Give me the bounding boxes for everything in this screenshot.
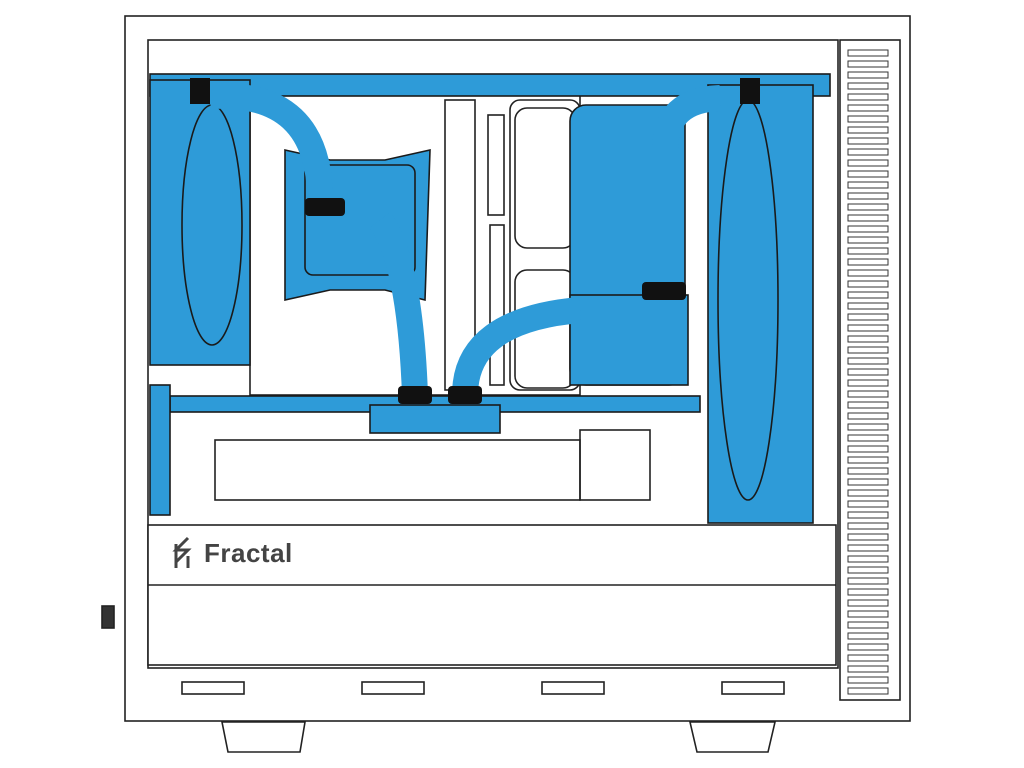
vent-slat [847,203,889,211]
vent-slat [847,247,889,255]
vent-slat [847,225,889,233]
vent-slat [847,379,889,387]
vent-slat [847,676,889,684]
vent-slat [847,423,889,431]
vent-slat [847,544,889,552]
vent-slat [847,687,889,695]
vent-slat [847,489,889,497]
vent-slat [847,236,889,244]
left-fan [149,79,251,366]
vent-slat [847,93,889,101]
vent-slat [847,434,889,442]
vent-slat [847,71,889,79]
vent-slat [847,335,889,343]
vent-slat [847,390,889,398]
vent-slat [847,401,889,409]
vent-slat [847,478,889,486]
vent-slat [847,456,889,464]
vent-slat [847,302,889,310]
coolant-tube-2 [369,212,428,396]
vent-slat [847,82,889,90]
fractal-logo-icon [172,536,192,568]
gpu [214,439,581,501]
vent-slat [847,632,889,640]
vent-slat [847,60,889,68]
vent-slat [847,346,889,354]
vent-slat [847,610,889,618]
vent-slat [847,104,889,112]
vent-slat [847,643,889,651]
vent-slat [847,588,889,596]
case-inner-frame [147,39,839,669]
vent-slat [847,665,889,673]
vent-slat [847,181,889,189]
vent-slat [847,170,889,178]
vent-slat [847,269,889,277]
vent-slat [847,126,889,134]
vent-slat [847,159,889,167]
vent-slat [847,49,889,57]
vent-slat [847,412,889,420]
coolant-tube-1 [209,82,333,201]
vent-slat [847,115,889,123]
vent-slat [847,324,889,332]
coolant-tube-3 [452,297,582,396]
vent-slat [847,280,889,288]
vent-slat [847,192,889,200]
vent-slat [847,621,889,629]
vent-slat [847,566,889,574]
vent-slat [847,500,889,508]
vent-slat [847,654,889,662]
vent-slat [847,467,889,475]
thumbscrew-icon[interactable] [101,605,115,629]
right-radiator [707,84,814,524]
vent-slat [847,214,889,222]
psu-shroud [147,524,837,666]
vent-slat [847,445,889,453]
coolant-tube-4 [652,85,721,290]
vent-slat [847,313,889,321]
vent-slat [847,291,889,299]
vent-slat [847,533,889,541]
vent-slat [847,258,889,266]
vent-slat [847,368,889,376]
brand-logo-text: Fractal [204,538,293,568]
vent-slat [847,148,889,156]
case-foot-left [221,721,306,753]
vent-slat [847,599,889,607]
vent-slat [847,522,889,530]
case-foot-right [688,721,777,753]
vent-slat [847,555,889,563]
vent-slat [847,357,889,365]
vent-slat [847,511,889,519]
vent-slat [847,137,889,145]
vent-slat [847,577,889,585]
